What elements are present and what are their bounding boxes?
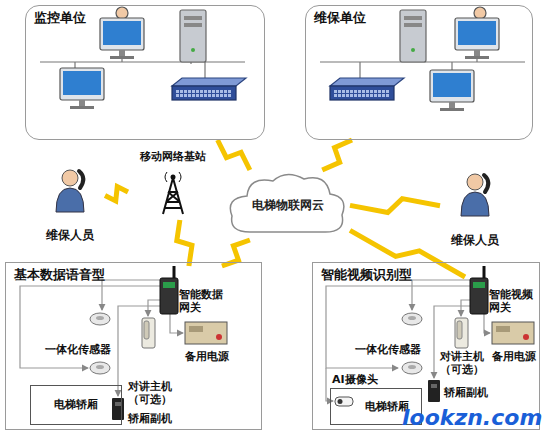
drawing-part bbox=[60, 68, 104, 109]
drawing-part bbox=[100, 18, 144, 59]
drawing-part bbox=[180, 10, 206, 62]
drawing-part bbox=[20, 286, 160, 368]
node-text: 维保人员 bbox=[46, 228, 94, 242]
drawing-part bbox=[400, 10, 426, 62]
node-text: 维保人员 bbox=[451, 233, 499, 247]
node-text: 电梯轿厢 bbox=[54, 398, 98, 411]
wireless-bolt bbox=[218, 140, 250, 170]
car-box: 电梯轿厢 bbox=[30, 385, 122, 425]
part-label: 备用电源 bbox=[185, 350, 229, 363]
node-text: 电梯物联网云 bbox=[252, 198, 324, 212]
drawing-part bbox=[330, 78, 404, 100]
node-text: 移动网络基站 bbox=[128, 150, 218, 163]
drawing-part bbox=[402, 313, 422, 325]
part-label: 一体化传感器 bbox=[45, 343, 111, 356]
part-label: 轿厢副机 bbox=[128, 412, 172, 425]
drawing-part bbox=[148, 300, 160, 316]
person: 维保人员 bbox=[440, 165, 510, 247]
part-label: 一体化传感器 bbox=[355, 343, 421, 356]
node-text: 智能数据网关 bbox=[179, 288, 231, 314]
drawing-part bbox=[185, 322, 227, 344]
drawing-part bbox=[492, 322, 534, 344]
node-text: 智能视频识别型 bbox=[313, 263, 539, 287]
drawing-part bbox=[335, 397, 353, 406]
drawing-part bbox=[160, 266, 178, 314]
part-label: 备用电源 bbox=[492, 350, 536, 363]
drawing-part bbox=[461, 300, 470, 316]
cloud: 电梯物联网云 bbox=[225, 170, 350, 240]
drawing-part bbox=[428, 380, 440, 402]
drawing-part bbox=[90, 362, 110, 374]
drawing-part bbox=[112, 398, 124, 420]
base-station: 移动网络基站 bbox=[128, 150, 218, 220]
node-text: 监控单位 bbox=[26, 6, 264, 30]
person-icon bbox=[461, 174, 489, 216]
node-text: 基本数据语音型 bbox=[6, 263, 261, 287]
type-panel: 智能视频识别型智能视频网关电梯轿厢 bbox=[312, 262, 540, 430]
watermark: lookzn.com bbox=[402, 405, 542, 431]
node-text: 维保单位 bbox=[306, 6, 532, 30]
drawing-part bbox=[142, 318, 155, 348]
person-icon bbox=[56, 170, 84, 212]
person: 维保人员 bbox=[35, 160, 105, 242]
drawing-part bbox=[90, 313, 110, 325]
drawing-part bbox=[484, 314, 490, 333]
drawing-part bbox=[170, 314, 183, 333]
drawing-part bbox=[455, 18, 499, 59]
cloud-outline bbox=[230, 174, 344, 232]
node-text: 智能视频网关 bbox=[489, 288, 537, 314]
video-type-wires bbox=[326, 280, 490, 401]
drawing-part bbox=[430, 70, 474, 111]
part-label: 对讲主机 （可选） bbox=[440, 350, 490, 376]
wireless-bolt bbox=[322, 140, 352, 170]
wireless-bolt bbox=[177, 220, 192, 266]
drawing-part bbox=[402, 362, 422, 374]
gateway: 智能数据网关 bbox=[155, 266, 233, 318]
basic-type-devices bbox=[20, 280, 183, 396]
part-label: 对讲主机 （可选） bbox=[128, 380, 180, 406]
unit-box: 维保单位 bbox=[305, 5, 533, 140]
drawing-part bbox=[172, 78, 246, 100]
unit-box: 监控单位 bbox=[25, 5, 265, 140]
part-label: AI摄像头 bbox=[332, 373, 378, 386]
part-label: 轿厢副机 bbox=[444, 386, 488, 399]
tower-icon bbox=[163, 172, 183, 214]
drawing-part bbox=[470, 266, 488, 314]
gateway: 智能视频网关 bbox=[465, 266, 539, 318]
wireless-bolt bbox=[350, 199, 440, 213]
wireless-bolt bbox=[105, 187, 128, 201]
drawing-part bbox=[455, 318, 468, 348]
